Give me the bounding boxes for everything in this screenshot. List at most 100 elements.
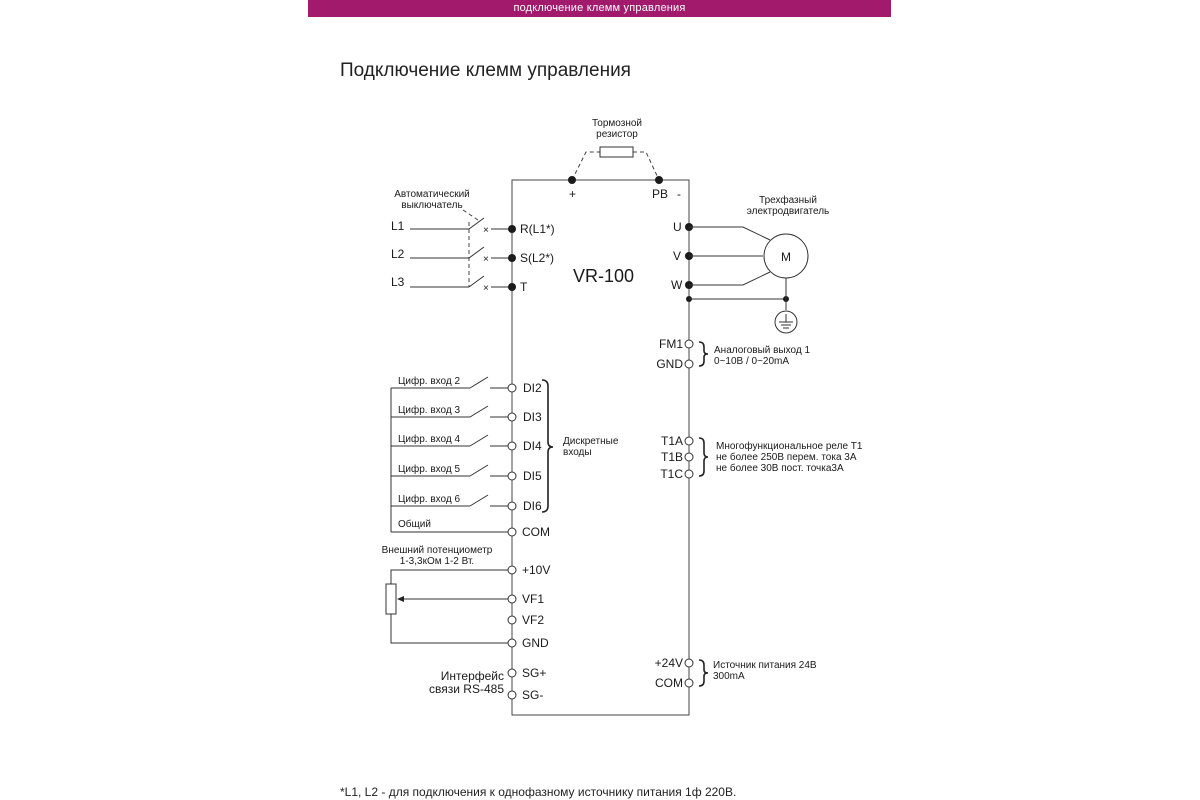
device-name: VR-100 bbox=[573, 266, 634, 286]
analog-output-brace bbox=[698, 341, 709, 367]
line-l2-label: L2 bbox=[391, 247, 405, 261]
rs485-label-line1: Интерфейс bbox=[441, 669, 504, 683]
di2-switch-label: Цифр. вход 2 bbox=[398, 375, 460, 387]
terminal-vf1-dot bbox=[507, 594, 517, 604]
brake-resistor: Тормозной резистор + PB - bbox=[568, 118, 681, 201]
relay-desc-line3: не более 30В пост. точка3А bbox=[716, 462, 844, 474]
brake-label-line2: резистор bbox=[596, 129, 638, 140]
terminal-24v-dot bbox=[684, 658, 694, 668]
motor-label-line2: электродвигатель bbox=[747, 206, 830, 217]
brake-label-line1: Тормозной bbox=[592, 118, 642, 129]
breaker-contact-3 bbox=[468, 275, 485, 288]
terminal-com-dot bbox=[507, 527, 517, 537]
analog-output: FM1 GND Аналоговый выход 1 0~10В / 0~20m… bbox=[656, 337, 810, 371]
terminal-t-dot bbox=[508, 283, 516, 291]
power-24v-block: +24V COM Источник питания 24В 300mA bbox=[655, 656, 817, 690]
motor-label-line1: Трехфазный bbox=[759, 194, 817, 206]
breaker-leader bbox=[462, 209, 479, 221]
breaker-x-3: × bbox=[483, 283, 489, 294]
pot-label-line1: Внешний потенциометр bbox=[382, 545, 493, 556]
terminal-plus-label: + bbox=[569, 187, 576, 201]
breaker-label-line2: выключатель bbox=[401, 200, 462, 211]
breaker-contact-2 bbox=[468, 246, 485, 259]
motor-block: Трехфазный электродвигатель U V W M bbox=[671, 194, 830, 334]
terminal-di5-label: DI5 bbox=[523, 469, 542, 483]
terminal-com24-dot bbox=[684, 678, 694, 688]
terminal-com24-label: COM bbox=[655, 676, 683, 690]
terminal-v-label: V bbox=[673, 249, 681, 263]
terminal-s-label: S(L2*) bbox=[520, 251, 554, 265]
terminal-sgp-label: SG+ bbox=[522, 666, 546, 680]
terminal-fm1-dot bbox=[684, 339, 694, 349]
terminal-vf2-dot bbox=[507, 615, 517, 625]
digital-inputs-brace bbox=[541, 379, 554, 513]
di5-switch bbox=[469, 464, 489, 477]
power-24v-desc-line1: Источник питания 24В bbox=[713, 660, 817, 671]
analog-output-desc-line1: Аналоговый выход 1 bbox=[714, 345, 810, 356]
di6-switch bbox=[469, 494, 489, 507]
terminal-t1c-label: T1C bbox=[660, 467, 683, 481]
potentiometer-symbol bbox=[385, 583, 397, 615]
page-title: Подключение клемм управления bbox=[340, 60, 631, 81]
potentiometer-block: Внешний потенциометр 1-3,3кОм 1-2 Вт. +1… bbox=[382, 545, 551, 650]
terminal-t1c-dot bbox=[684, 469, 694, 479]
terminal-di2-dot bbox=[507, 383, 517, 393]
terminal-t1a-dot bbox=[684, 436, 694, 446]
terminal-sgm-label: SG- bbox=[522, 688, 543, 702]
footnote: *L1, L2 - для подключения к однофазному … bbox=[340, 785, 737, 799]
terminal-24v-label: +24V bbox=[655, 656, 683, 670]
terminal-t-label: T bbox=[520, 280, 528, 294]
terminal-gnd-dot bbox=[507, 638, 517, 648]
terminal-di5-dot bbox=[507, 471, 517, 481]
breaker-x-2: × bbox=[483, 254, 489, 265]
di6-switch-label: Цифр. вход 6 bbox=[398, 493, 460, 505]
breaker-contact-1 bbox=[468, 217, 485, 230]
terminal-r-label: R(L1*) bbox=[520, 222, 555, 236]
terminal-plus-dot bbox=[568, 176, 576, 184]
breaker-x-1: × bbox=[483, 225, 489, 236]
terminal-di3-label: DI3 bbox=[523, 410, 542, 424]
di4-switch-label: Цифр. вход 4 bbox=[398, 433, 460, 445]
terminal-s-dot bbox=[508, 254, 516, 262]
wire-w bbox=[689, 271, 771, 286]
digital-inputs: Цифр. вход 2 DI2 Цифр. вход 3 DI3 Цифр. … bbox=[390, 375, 619, 539]
pot-label-line2: 1-3,3кОм 1-2 Вт. bbox=[400, 556, 474, 567]
power-24v-desc-line2: 300mA bbox=[713, 671, 745, 682]
motor-m-label: M bbox=[781, 250, 791, 264]
pot-wire-bottom bbox=[390, 614, 512, 644]
pot-wiper-arrow bbox=[397, 596, 404, 602]
terminal-gnd-label: GND bbox=[522, 636, 549, 650]
di3-switch-label: Цифр. вход 3 bbox=[398, 404, 460, 416]
terminal-pb-label: PB bbox=[652, 187, 668, 201]
line-l1-label: L1 bbox=[391, 219, 405, 233]
wire-u bbox=[689, 226, 771, 241]
terminal-fm1-label: FM1 bbox=[659, 337, 683, 351]
di4-switch bbox=[469, 434, 489, 447]
terminal-w-label: W bbox=[671, 278, 683, 292]
terminal-di3-dot bbox=[507, 412, 517, 422]
digital-inputs-group-line2: входы bbox=[563, 447, 592, 458]
section-banner: подключение клемм управления bbox=[308, 0, 891, 17]
terminal-sgp-dot bbox=[507, 668, 517, 678]
analog-output-desc-line2: 0~10В / 0~20mA bbox=[714, 356, 789, 367]
power-24v-brace bbox=[698, 659, 709, 687]
terminal-di6-label: DI6 bbox=[523, 499, 542, 513]
relay-output: T1A T1B T1C Многофункциональное реле T1 … bbox=[660, 434, 863, 481]
di2-switch bbox=[469, 376, 489, 389]
terminal-di2-label: DI2 bbox=[523, 381, 542, 395]
terminal-di4-label: DI4 bbox=[523, 439, 542, 453]
rs485-label-line2: связи RS-485 bbox=[429, 682, 504, 696]
terminal-t1b-label: T1B bbox=[661, 450, 683, 464]
di3-switch bbox=[469, 405, 489, 418]
terminal-pb-dot bbox=[655, 176, 663, 184]
relay-brace bbox=[698, 437, 709, 477]
terminal-minus-label: - bbox=[677, 187, 681, 201]
brake-wire-left bbox=[571, 151, 600, 181]
brake-wire-right bbox=[633, 151, 660, 181]
relay-desc-line2: не более 250В перем. тока 3А bbox=[716, 451, 857, 463]
terminal-10v-label: +10V bbox=[522, 563, 550, 577]
common-label: Общий bbox=[398, 518, 431, 530]
terminal-t1b-dot bbox=[684, 452, 694, 462]
terminal-r-dot bbox=[508, 225, 516, 233]
